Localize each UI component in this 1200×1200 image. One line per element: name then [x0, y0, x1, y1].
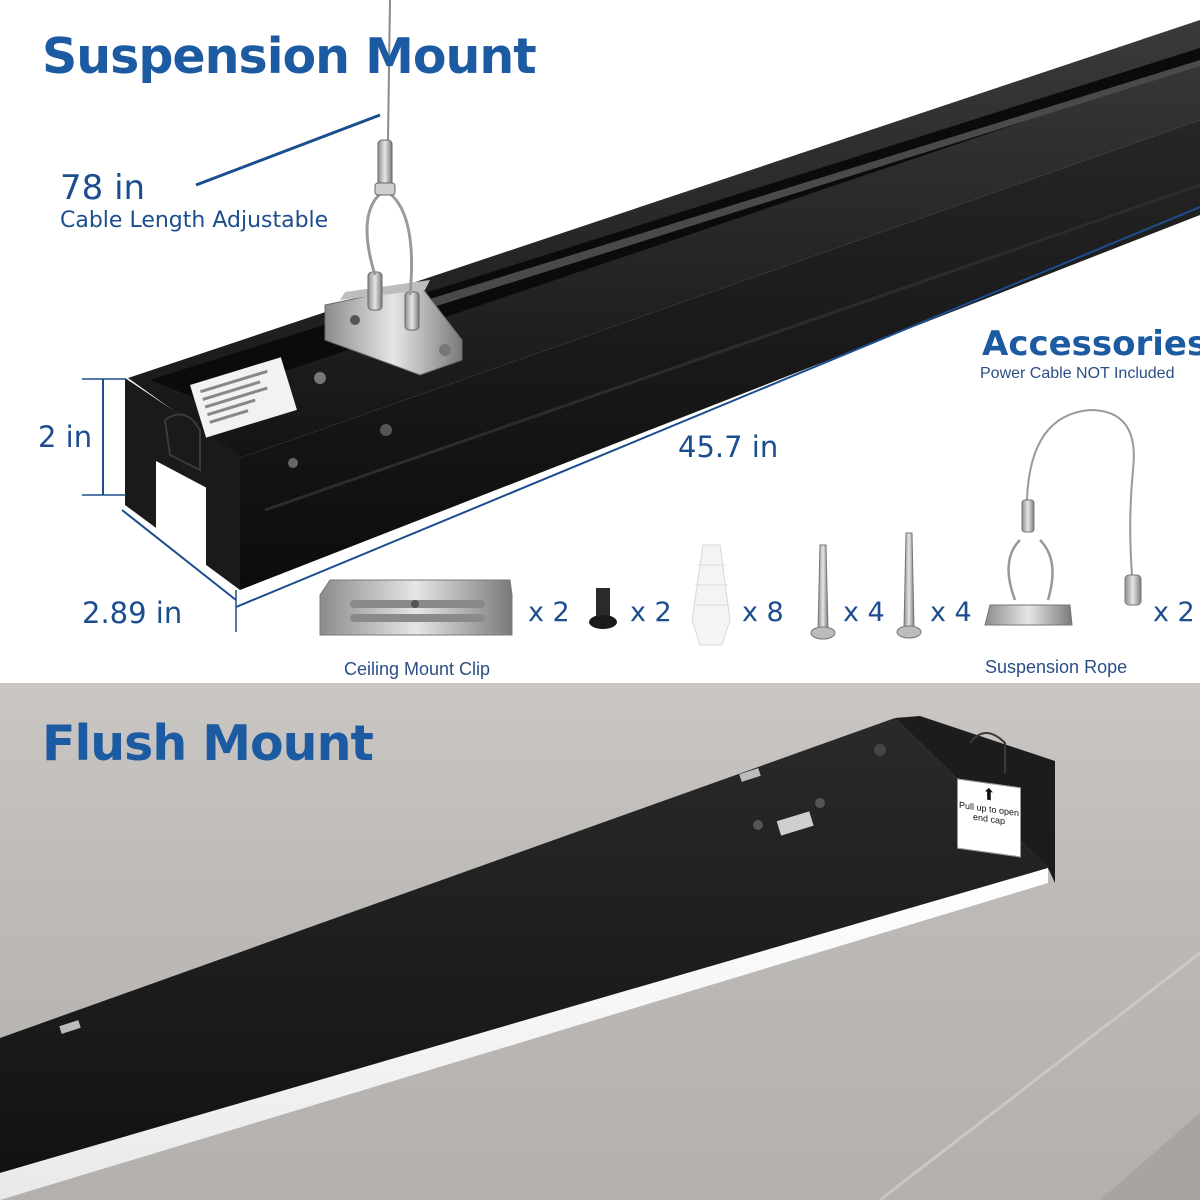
flush-section: Flush Mount ⬆ Pull up to open end cap: [0, 683, 1200, 1200]
length-dimension-line: [235, 206, 1200, 608]
flush-fixture-diffuser: [0, 868, 1048, 1200]
screw-head: [314, 372, 326, 384]
fixture-side-line: [264, 183, 1200, 512]
switch: [776, 811, 814, 836]
rope-qty: x 2: [1153, 597, 1195, 628]
screw-head: [380, 424, 392, 436]
flush-fixture-side: [0, 718, 1048, 1173]
wall-corner: [1100, 1113, 1200, 1200]
width-dimension-line: [121, 509, 237, 601]
ceiling-mount-clip-image: [319, 579, 513, 636]
suspension-rope-image: [984, 408, 1142, 626]
short-screw-qty: x 4: [843, 597, 885, 628]
short-wood-screw-image: [810, 544, 836, 640]
end-cap-outline: [163, 413, 201, 472]
cable-length-value: 78 in: [60, 168, 146, 208]
end-cap-sticker: [156, 460, 206, 566]
flush-illustration: [0, 716, 1200, 1200]
flush-title: Flush Mount: [42, 715, 374, 772]
long-wood-screw-image: [896, 532, 922, 639]
screw-head: [815, 798, 825, 808]
length-dimension-label: 45.7 in: [678, 430, 779, 464]
end-cap-sticker-flush: ⬆ Pull up to open end cap: [957, 778, 1021, 858]
suspension-title: Suspension Mount: [42, 28, 537, 85]
cable-pointer-line: [195, 113, 381, 187]
accessories-note: Power Cable NOT Included: [980, 365, 1175, 382]
clip-caption: Ceiling Mount Clip: [344, 659, 491, 679]
fixture-rail: [330, 60, 1200, 338]
wall-anchor-qty: x 8: [742, 597, 784, 628]
clip-qty: x 2: [528, 597, 570, 628]
accessories-title: Accessories: [982, 324, 1200, 364]
width-dimension-label: 2.89 in: [82, 596, 183, 630]
suspension-section: Suspension Mount 78 in Cable Length Adju…: [38, 0, 1200, 679]
wall-anchor-image: [691, 544, 731, 646]
suspension-bracket: [324, 0, 463, 376]
fixture-side-face: [240, 120, 1200, 590]
flush-fixture-end: [895, 716, 1055, 883]
screw-head: [874, 744, 886, 756]
long-screw-qty: x 4: [930, 597, 972, 628]
suspension-illustration: [82, 0, 1200, 646]
product-label-sticker: [190, 357, 297, 438]
rope-caption: Suspension Rope: [985, 657, 1128, 677]
height-dimension-label: 2 in: [38, 420, 93, 454]
machine-screw-qty: x 2: [630, 597, 672, 628]
screw-head: [288, 458, 298, 468]
cable-length-caption: Cable Length Adjustable: [60, 208, 329, 233]
screw-head: [753, 820, 763, 830]
machine-screw-image: [589, 588, 617, 629]
